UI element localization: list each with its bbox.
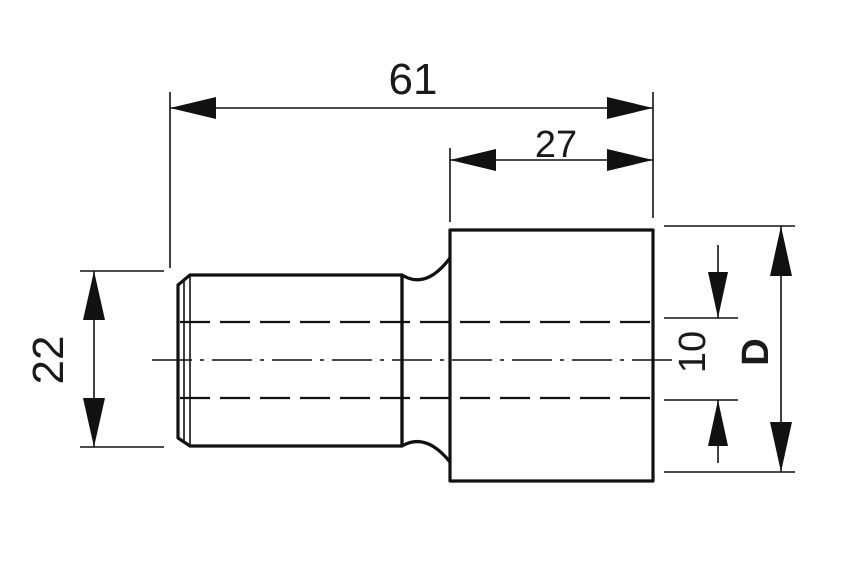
dim-head-length: 27 [450,124,653,171]
hidden-lines [152,320,672,400]
dim-label-bore-diameter: 10 [672,331,714,373]
dim-shank-diameter: 22 [24,271,105,447]
dim-label-head-diameter: D [735,338,777,365]
arrow-bottom [770,422,792,472]
dim-head-diameter: D [735,226,792,472]
arrow-top [770,226,792,276]
dim-label-shank-diameter: 22 [24,336,73,385]
undercut-top [401,257,452,282]
head-block [448,228,655,483]
dim-overall-length: 61 [170,55,653,119]
dim-label-overall-length: 61 [389,55,438,104]
extension-lines [80,92,795,473]
arrow-right [607,97,653,119]
arrow-top [708,272,728,318]
part-outline [176,228,655,483]
dim-label-head-length: 27 [535,124,577,166]
dim-bore-diameter: 10 [672,245,728,463]
arrow-bottom [708,400,728,446]
arrow-bottom [83,398,105,447]
arrow-right [607,149,653,171]
arrow-left [450,149,496,171]
arrow-left [170,97,216,119]
arrow-top [83,271,105,320]
undercut-bottom [401,440,452,463]
